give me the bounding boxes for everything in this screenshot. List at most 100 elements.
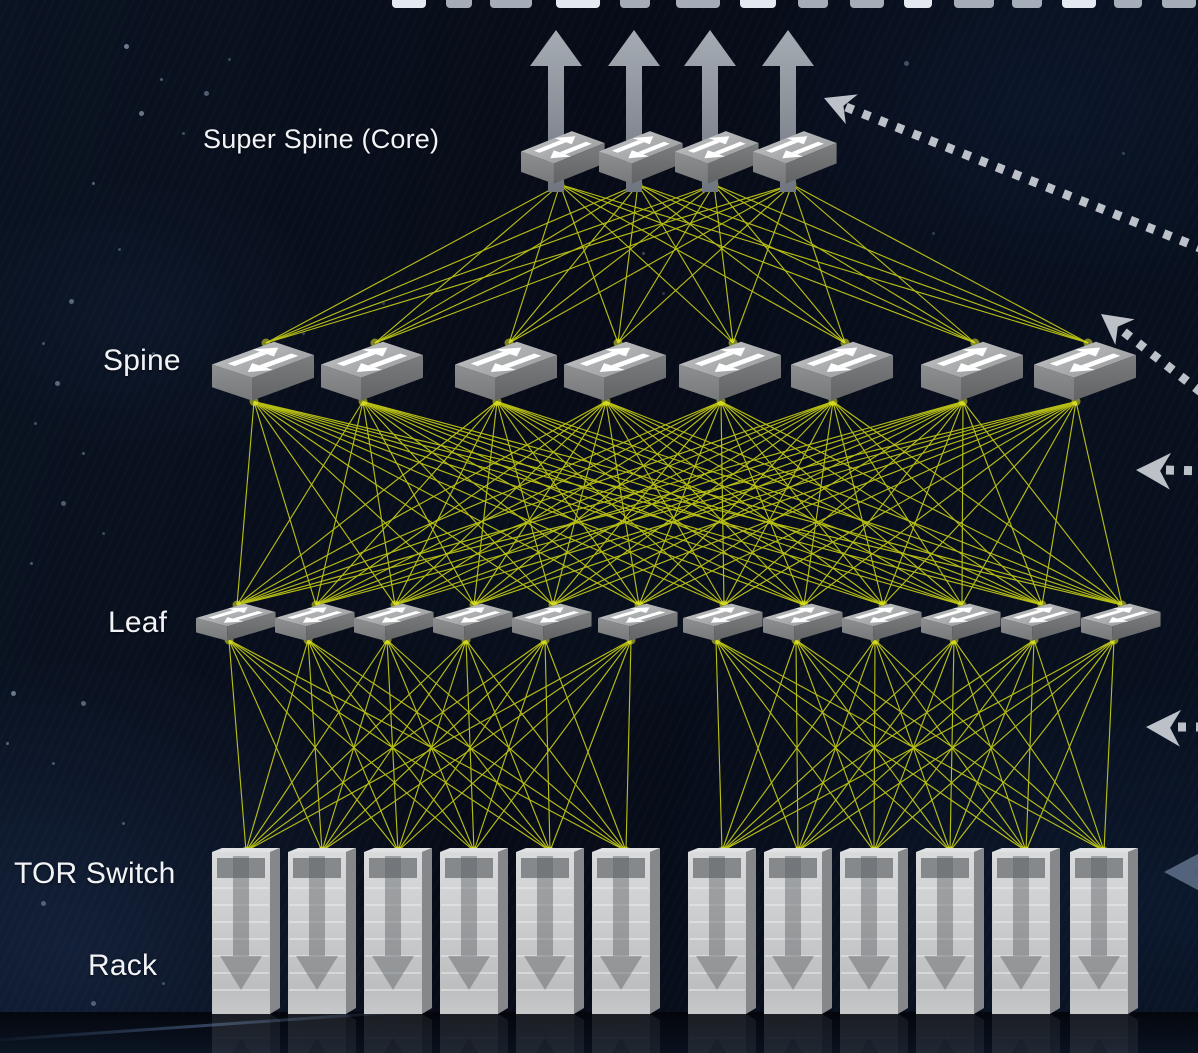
down-arrow-icon <box>707 1038 727 1053</box>
down-arrow-icon <box>535 1038 555 1053</box>
swap-arrows-icon <box>287 607 343 623</box>
core-uplink-arrow-1 <box>530 30 582 192</box>
swap-arrows-icon <box>933 607 989 623</box>
down-arrow-icon <box>1000 856 1042 990</box>
leaf-switch-5 <box>512 603 592 641</box>
swap-arrows-icon <box>336 347 408 373</box>
rack-reflection-1 <box>212 1014 280 1053</box>
leaf-switch-9 <box>842 603 922 641</box>
spine-label: Spine <box>103 344 181 377</box>
leaf-switch-6 <box>598 603 678 641</box>
swap-arrows-icon <box>695 607 751 623</box>
swap-arrows-icon <box>524 607 580 623</box>
tor-switch-band <box>997 858 1045 878</box>
spine-switch-1 <box>212 341 314 401</box>
rack-reflection-6 <box>592 1014 660 1053</box>
title-letter-fragment <box>798 0 828 8</box>
dotted-arrow-icon-spine-tier <box>1101 314 1198 396</box>
spine-switch-7 <box>921 341 1023 401</box>
rack-reflection-11 <box>992 1014 1060 1053</box>
rack-1 <box>212 848 280 1014</box>
title-letter-fragment <box>556 0 600 8</box>
swap-arrows-icon <box>775 607 831 623</box>
swap-arrows-icon <box>1013 607 1069 623</box>
title-letter-fragment <box>740 0 776 8</box>
down-arrow-icon <box>448 856 490 990</box>
down-arrow-icon <box>696 856 738 990</box>
rack-reflections <box>212 1014 1138 1053</box>
title-letter-fragment <box>392 0 426 8</box>
title-letter-fragment <box>1114 0 1142 8</box>
down-arrow-icon <box>459 1038 479 1053</box>
super-spine-switch-1 <box>521 131 605 184</box>
rack-5 <box>516 848 584 1014</box>
leaf-switch-4 <box>433 603 513 641</box>
swap-arrows-icon <box>854 607 910 623</box>
rack-reflection-2 <box>288 1014 356 1053</box>
tor-switch-band <box>921 858 969 878</box>
swap-arrows-icon <box>611 136 670 159</box>
down-arrow-icon <box>1089 1038 1109 1053</box>
super-spine-switch-2 <box>599 131 683 184</box>
title-letter-fragment <box>1012 0 1042 8</box>
rack-reflection-9 <box>840 1014 908 1053</box>
rack-reflection-8 <box>764 1014 832 1053</box>
swap-arrows-icon <box>694 347 766 373</box>
core-uplink-arrow-4 <box>762 30 814 192</box>
swap-arrows-icon <box>806 347 878 373</box>
down-arrow-icon <box>772 856 814 990</box>
swap-arrows-icon <box>936 347 1008 373</box>
down-arrow-icon <box>372 856 414 990</box>
leaf-switch-10 <box>921 603 1001 641</box>
down-arrow-icon <box>296 856 338 990</box>
dotted-arrow-icon-spine-leaf-fabric <box>1136 452 1198 490</box>
dotted-arrow-icon-leaf-tor-fabric <box>1146 709 1198 747</box>
rack-label: Rack <box>88 949 158 982</box>
rack-11 <box>992 848 1060 1014</box>
spine-switch-2 <box>321 341 423 401</box>
spine-switch-6 <box>791 341 893 401</box>
leaf-switch-2 <box>275 603 355 641</box>
down-arrow-icon <box>231 1038 251 1053</box>
leaf-switch-1 <box>196 603 276 641</box>
rack-3 <box>364 848 432 1014</box>
down-arrow-icon <box>783 1038 803 1053</box>
super-spine-label: Super Spine (Core) <box>203 124 440 154</box>
rack-reflection-5 <box>516 1014 584 1053</box>
tor-switch-band <box>293 858 341 878</box>
swap-arrows-icon <box>765 136 824 159</box>
title-letter-fragment <box>490 0 532 8</box>
tor-switch-band <box>217 858 265 878</box>
rack-2 <box>288 848 356 1014</box>
down-arrow-icon <box>524 856 566 990</box>
swap-arrows-icon <box>610 607 666 623</box>
swap-arrows-icon <box>1093 607 1149 623</box>
rack-reflection-12 <box>1070 1014 1138 1053</box>
down-arrow-icon <box>935 1038 955 1053</box>
tor-switch-band <box>521 858 569 878</box>
swap-arrows-icon <box>687 136 746 159</box>
cropped-title-text <box>0 0 1198 9</box>
title-letter-fragment <box>850 0 884 8</box>
rack-12 <box>1070 848 1138 1014</box>
swap-arrows-icon <box>579 347 651 373</box>
rack-reflection-7 <box>688 1014 756 1053</box>
down-arrow-icon <box>307 1038 327 1053</box>
leaf-label: Leaf <box>108 606 168 639</box>
title-letter-fragment <box>1062 0 1096 8</box>
rack-7 <box>688 848 756 1014</box>
super-spine-switch-3 <box>675 131 759 184</box>
rack-reflection-3 <box>364 1014 432 1053</box>
down-arrow-icon <box>1078 856 1120 990</box>
down-arrow-icon <box>924 856 966 990</box>
swap-arrows-icon <box>470 347 542 373</box>
tor-switch-band <box>693 858 741 878</box>
swap-arrows-icon <box>208 607 264 623</box>
core-uplink-arrow-3 <box>684 30 736 192</box>
super-spine-switch-4 <box>753 131 837 184</box>
down-arrow-icon <box>1011 1038 1031 1053</box>
leaf-switch-12 <box>1081 603 1161 641</box>
title-letter-fragment <box>954 0 994 8</box>
